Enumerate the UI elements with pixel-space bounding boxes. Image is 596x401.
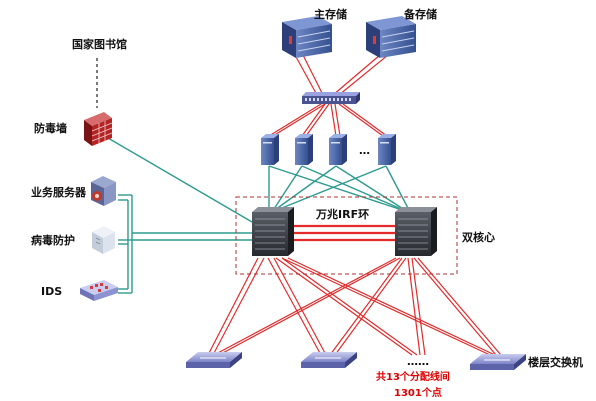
- firewall-label: 防毒墙: [34, 121, 67, 135]
- main-storage-label: 主存储: [314, 7, 347, 21]
- dual-core-label: 双核心: [462, 230, 495, 244]
- server-ellipsis: …: [359, 144, 370, 157]
- core-switch-left-icon[interactable]: [252, 207, 294, 256]
- floor-ellipsis: ……: [407, 355, 429, 368]
- ids-label: IDS: [41, 285, 62, 298]
- antivirus-server-icon[interactable]: [92, 226, 115, 254]
- switch-to-servers-links: [268, 103, 388, 137]
- servers-to-cores-links: [268, 165, 411, 213]
- business-server-label: 业务服务器: [31, 185, 87, 199]
- app-server-1-icon[interactable]: [261, 134, 279, 165]
- dual-core-boundary: [235, 196, 458, 275]
- app-server-4-icon[interactable]: [378, 134, 396, 165]
- links-layer: [96, 54, 502, 356]
- storage-uplinks: [294, 54, 389, 96]
- business-server-icon[interactable]: [91, 176, 116, 206]
- irf-ring-label: 万兆IRF环: [315, 207, 369, 221]
- footnote-line-2: 1301个点: [394, 386, 442, 399]
- irf-ring-links: [291, 224, 395, 242]
- library-label: 国家图书馆: [72, 37, 127, 51]
- floor-switch-3-icon[interactable]: [470, 354, 526, 370]
- footnote-line-1: 共13个分配线间: [376, 370, 450, 383]
- app-server-3-icon[interactable]: [329, 134, 347, 165]
- firewall-icon[interactable]: [84, 112, 113, 146]
- left-devices-bracket: [118, 194, 252, 294]
- backup-storage-icon[interactable]: [366, 16, 416, 58]
- floor-switch-1-icon[interactable]: [186, 352, 242, 368]
- firewall-to-core-link: [107, 137, 253, 223]
- floor-switch-2-icon[interactable]: [301, 352, 357, 368]
- ids-device-icon[interactable]: [80, 280, 118, 301]
- core-switch-right-icon[interactable]: [395, 207, 437, 256]
- app-server-2-icon[interactable]: [295, 134, 313, 165]
- floor-switch-label: 楼层交换机: [528, 355, 583, 369]
- main-storage-icon[interactable]: [282, 16, 332, 58]
- antivirus-label: 病毒防护: [31, 233, 75, 247]
- backup-storage-label: 备存储: [403, 7, 437, 21]
- storage-switch-icon[interactable]: [302, 92, 360, 104]
